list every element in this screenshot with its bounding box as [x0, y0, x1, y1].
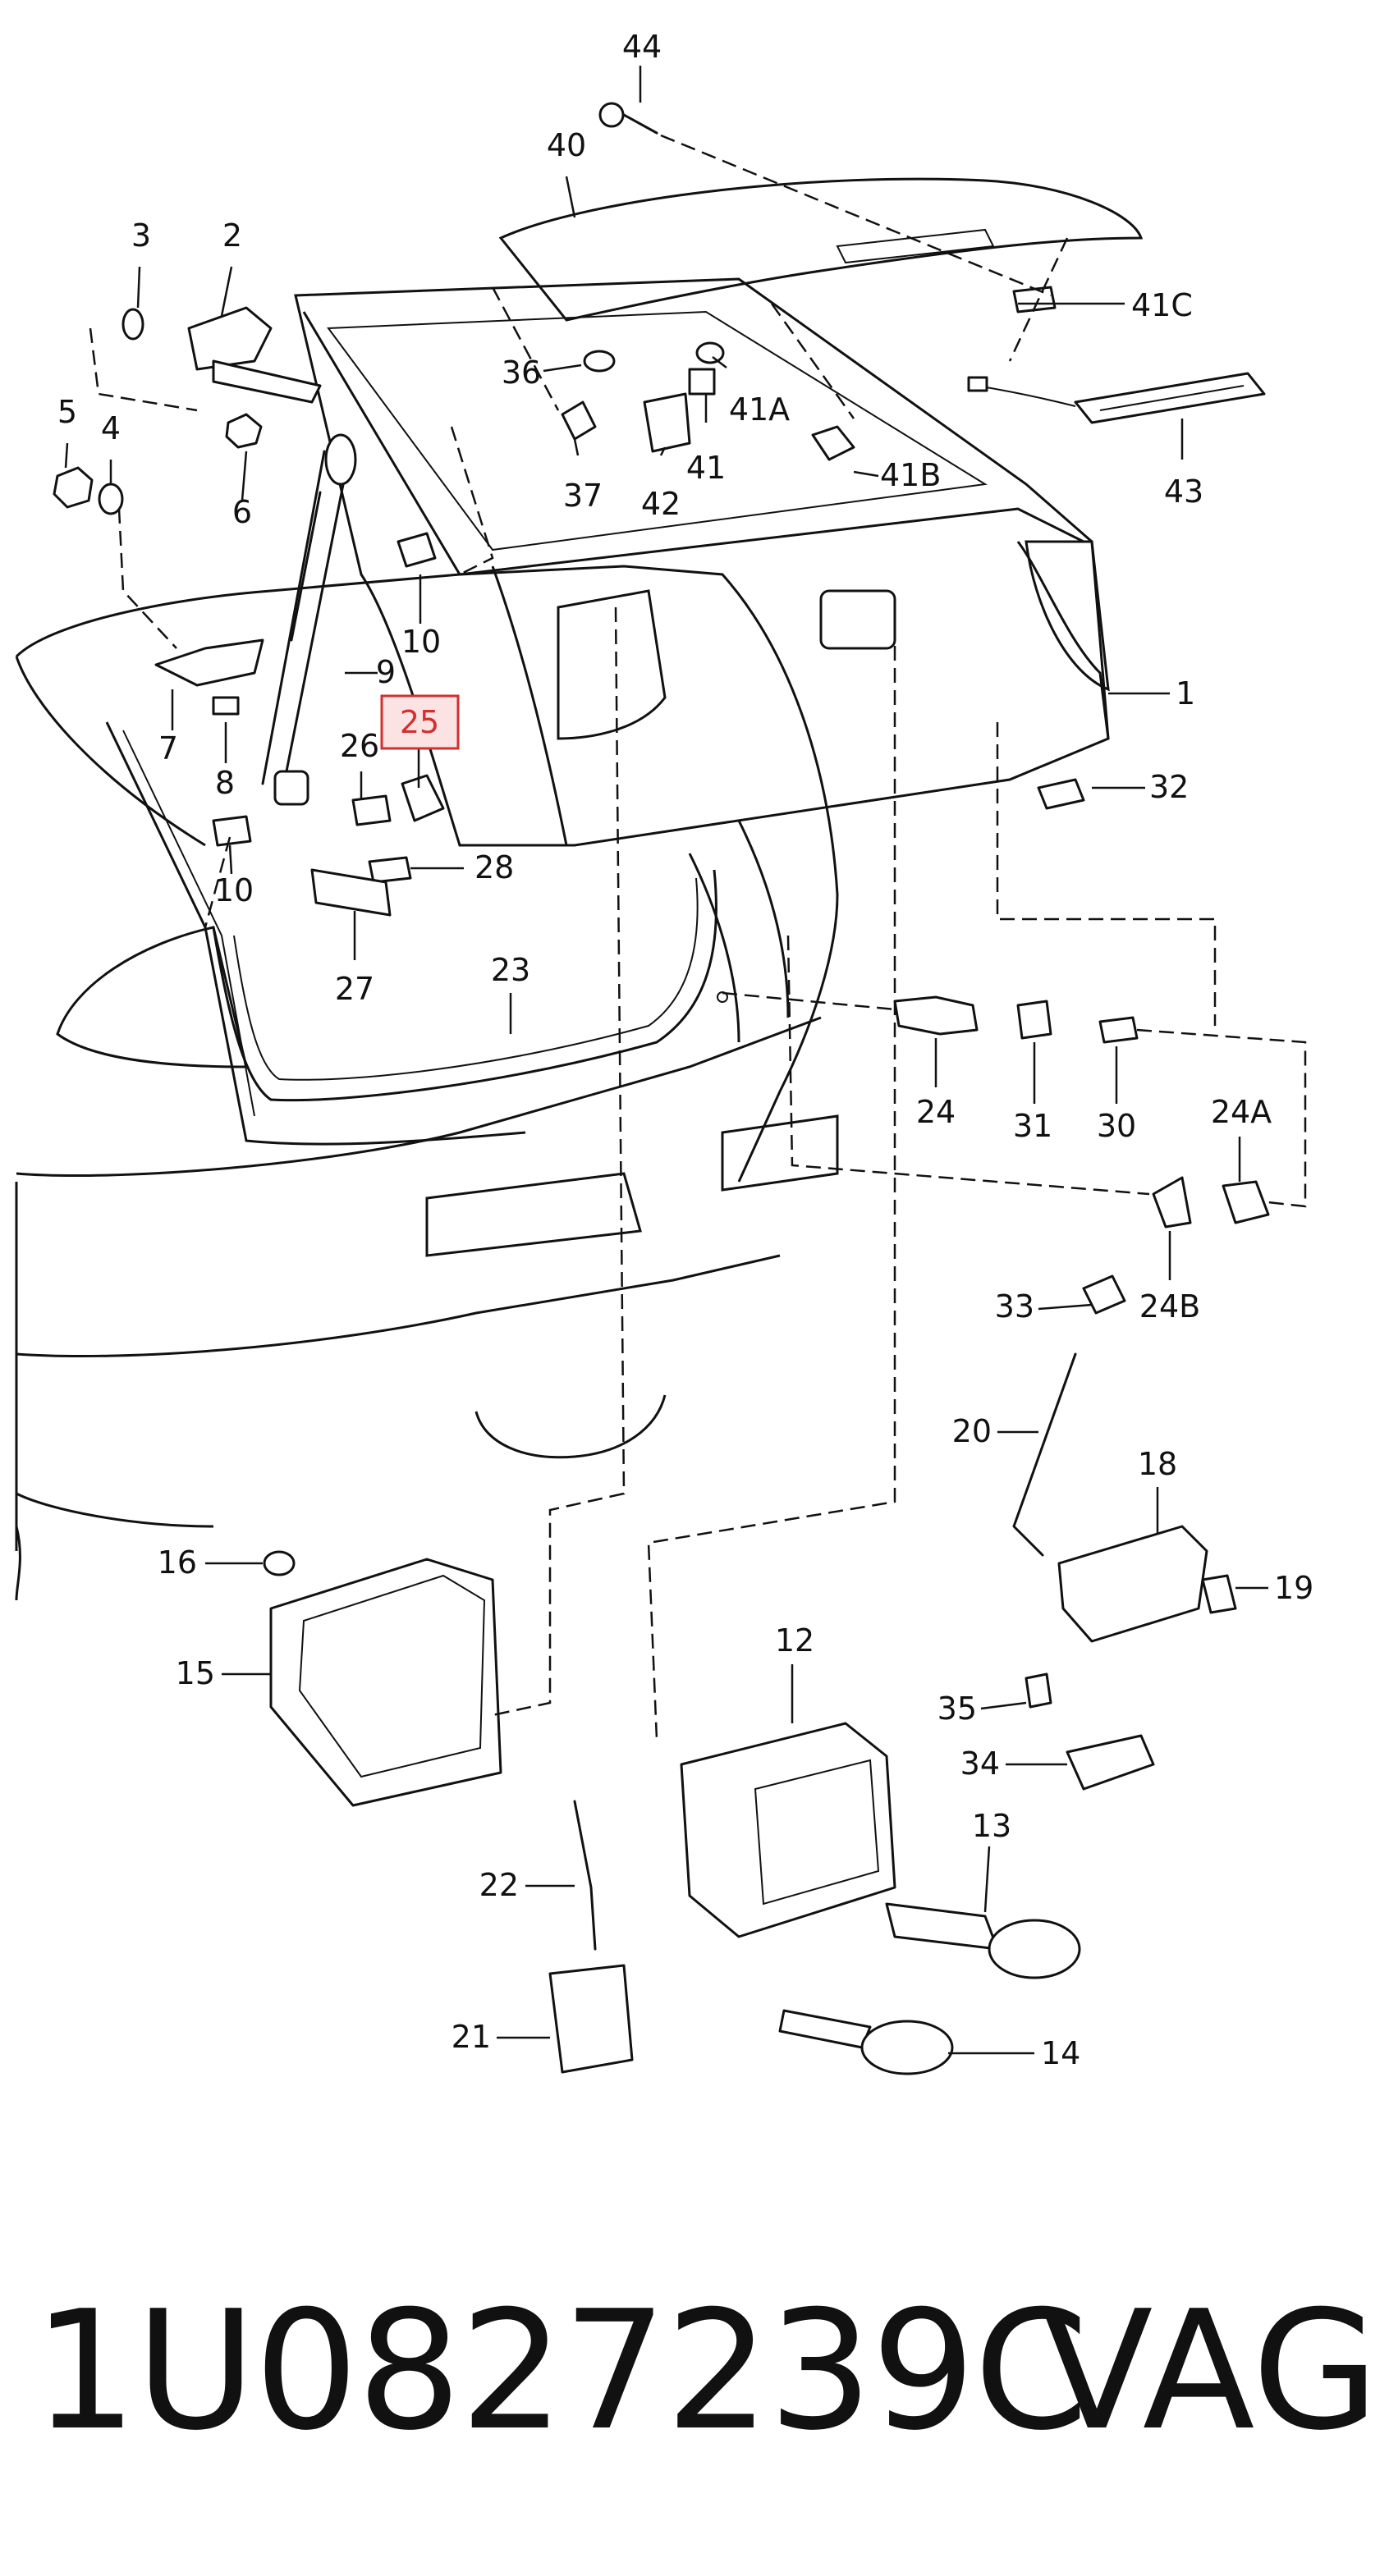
- label-13: 13: [972, 1808, 1011, 1844]
- label-32: 32: [1149, 769, 1189, 805]
- label-30: 30: [1097, 1108, 1136, 1144]
- label-16: 16: [158, 1544, 197, 1581]
- label-41b: 41B: [880, 457, 941, 493]
- label-12: 12: [775, 1622, 814, 1659]
- brake-light-43: [967, 372, 1266, 424]
- label-19: 19: [1274, 1570, 1313, 1606]
- label-24b: 24B: [1139, 1288, 1200, 1325]
- leader-lines: [64, 66, 1268, 2055]
- label-5: 5: [57, 394, 77, 430]
- label-23: 23: [491, 952, 530, 988]
- label-20: 20: [952, 1413, 992, 1449]
- hardware-parts: [53, 102, 1270, 2075]
- label-3: 3: [131, 217, 151, 254]
- label-6: 6: [232, 494, 252, 530]
- label-15: 15: [176, 1655, 215, 1691]
- label-1: 1: [1176, 675, 1195, 711]
- highlight-box-25: [380, 694, 460, 750]
- label-37: 37: [563, 478, 603, 514]
- label-43: 43: [1164, 474, 1203, 510]
- label-9: 9: [376, 654, 396, 690]
- label-25: 25: [400, 704, 439, 740]
- label-31: 31: [1013, 1108, 1052, 1144]
- label-2: 2: [222, 217, 242, 254]
- label-4: 4: [101, 410, 121, 446]
- label-26: 26: [340, 728, 379, 764]
- label-44: 44: [622, 29, 662, 65]
- label-33: 33: [995, 1288, 1034, 1325]
- label-36: 36: [502, 355, 541, 391]
- label-24: 24: [916, 1094, 956, 1130]
- label-41: 41: [686, 450, 726, 486]
- callout-labels: 44 40 3 2 41C 36 41A 5 4 6 37 42 41 41B …: [57, 29, 1313, 2071]
- label-34: 34: [960, 1746, 1000, 1782]
- label-35: 35: [937, 1691, 977, 1727]
- label-21: 21: [452, 2019, 491, 2055]
- part-number: 1U0827239C: [33, 2276, 1089, 2467]
- label-10-bottom: 10: [214, 872, 254, 908]
- label-10-top: 10: [401, 624, 441, 660]
- label-41a: 41A: [729, 391, 790, 428]
- exploded-parts-diagram: 44 40 3 2 41C 36 41A 5 4 6 37 42 41 41B …: [15, 29, 1313, 2075]
- rear-spoiler: [498, 177, 1144, 322]
- label-8: 8: [215, 765, 235, 801]
- label-14: 14: [1041, 2035, 1080, 2071]
- car-body-outline: [15, 565, 839, 1601]
- label-18: 18: [1138, 1446, 1177, 1482]
- label-7: 7: [158, 730, 178, 766]
- caption: 1U0827239C VAG: [33, 2273, 1379, 2503]
- label-27: 27: [335, 971, 374, 1007]
- label-41c: 41C: [1131, 287, 1193, 323]
- brand-name: VAG: [1040, 2276, 1379, 2467]
- label-24a: 24A: [1211, 1094, 1272, 1130]
- label-22: 22: [479, 1867, 519, 1903]
- label-40: 40: [547, 127, 586, 163]
- dashed-guide-lines: [89, 134, 1307, 1741]
- label-42: 42: [641, 486, 681, 522]
- label-28: 28: [474, 849, 514, 885]
- diagram-canvas: 44 40 3 2 41C 36 41A 5 4 6 37 42 41 41B …: [15, 29, 1313, 2075]
